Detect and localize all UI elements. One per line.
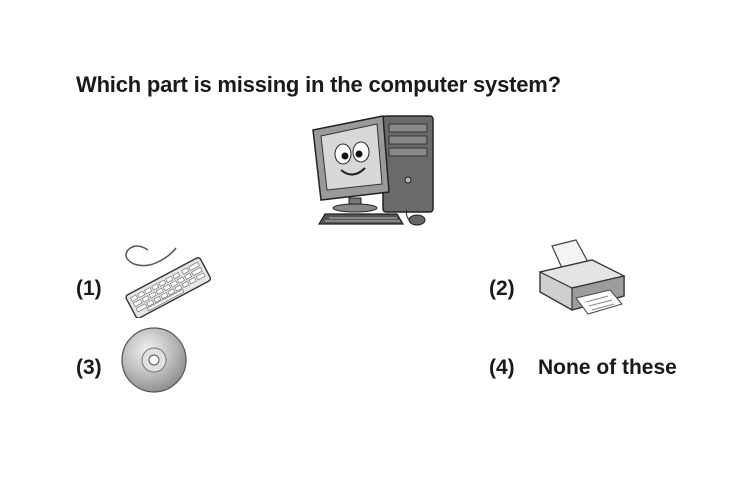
option-4-text: None of these [538,356,677,379]
option-1-number: (1) [76,277,102,300]
option-3-number: (3) [76,356,102,379]
printer-icon [538,239,626,315]
option-4-number: (4) [489,356,515,379]
question-text: Which part is missing in the computer sy… [76,72,561,97]
option-2-number: (2) [489,277,515,300]
cd-disc-icon [121,327,187,393]
computer-system-icon [312,115,434,226]
keyboard-icon [125,245,212,318]
